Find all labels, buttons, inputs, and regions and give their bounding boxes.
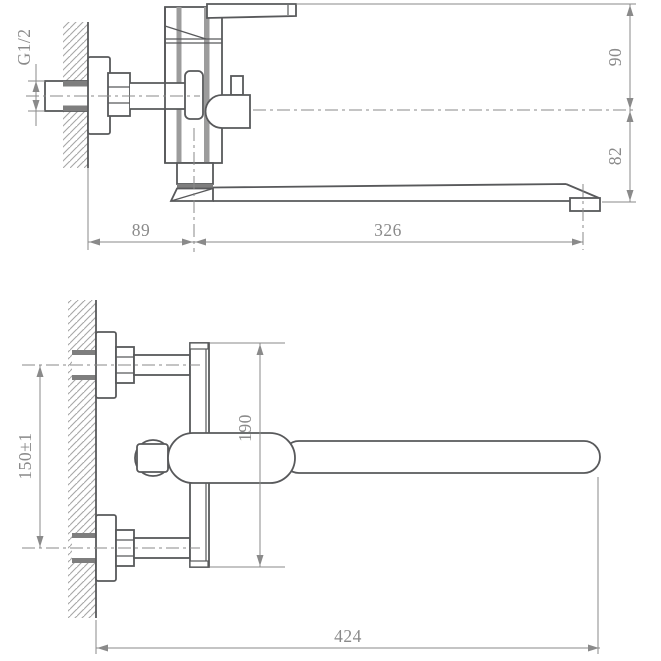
spout: [169, 162, 601, 212]
side-view: G1/2 90 82 89 326: [14, 3, 636, 252]
dim-reach-89-326: 89 326: [87, 168, 583, 250]
dim-text-89: 89: [132, 220, 151, 240]
dim-body-height: 190: [210, 342, 285, 568]
centerlines-front: [22, 364, 200, 549]
body-barrel: [167, 432, 296, 484]
wall-section-front: [68, 300, 97, 618]
dim-inlet-thread: G1/2: [14, 29, 45, 126]
dim-height-90-82: 90 82: [296, 3, 636, 203]
handle-base-slope: [164, 25, 207, 40]
lever-handle: [206, 3, 297, 19]
dim-text-424: 424: [334, 626, 362, 646]
handle-joint-lines: [165, 38, 222, 44]
dim-text-90: 90: [605, 48, 625, 67]
dim-text-82: 82: [605, 147, 625, 166]
spout-tube: [212, 183, 600, 202]
faucet-body: [130, 3, 297, 164]
dim-overall-reach: 424: [95, 477, 600, 654]
centerlines-side: [26, 95, 636, 252]
diverter-stem: [230, 75, 244, 96]
arrow-down: [32, 100, 40, 111]
dim-text-150: 150±1: [15, 432, 35, 479]
front-view: 150±1 190 424: [15, 300, 601, 654]
dim-text-thread: G1/2: [14, 29, 34, 66]
arrow-up: [32, 81, 40, 92]
handle-knob-front: [134, 439, 172, 477]
wall-hatch-front: [68, 300, 96, 618]
diverter-knob: [204, 94, 251, 129]
connection-nut: [107, 72, 131, 117]
dim-text-190: 190: [235, 414, 255, 442]
spout-outlet: [569, 197, 601, 212]
dim-inlet-spacing: 150±1: [15, 365, 44, 548]
dim-text-326: 326: [374, 220, 402, 240]
mounting-boss: [184, 70, 204, 120]
spout-tube-front: [282, 440, 601, 474]
